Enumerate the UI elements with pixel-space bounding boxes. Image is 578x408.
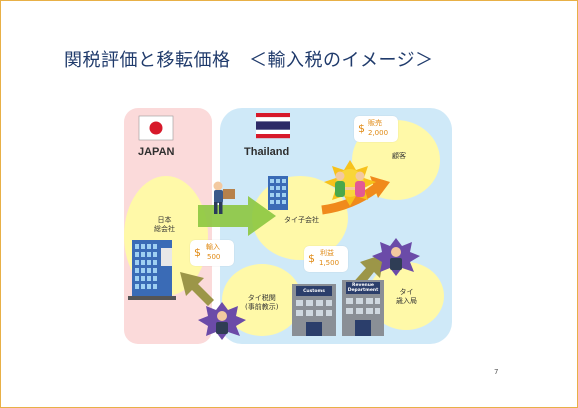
customs-building-icon (292, 284, 336, 336)
japan-label: JAPAN (138, 146, 175, 158)
thailand-label: Thailand (244, 146, 290, 158)
revenue-official-icon (372, 238, 420, 276)
dollar-sign-icon: $ (194, 246, 201, 259)
profit-value: 1,500 (319, 259, 340, 267)
customs-bubble (222, 264, 302, 336)
import-value: 500 (207, 253, 221, 261)
worker-carrying-box-icon (213, 181, 235, 214)
handshake-people-icon (335, 171, 365, 197)
parent-company-building-icon (128, 240, 176, 300)
slide-number: 7 (494, 368, 499, 376)
parent-company-label: 日本 総会社 (154, 216, 175, 233)
customs-official-icon (198, 302, 246, 340)
revenue-department-building-icon (342, 280, 384, 336)
sales-value: 2,000 (368, 129, 389, 137)
revenue-label: タイ 歳入局 (396, 288, 417, 305)
dollar-sign-icon: $ (308, 252, 315, 265)
thailand-flag-icon (256, 113, 290, 139)
customs-label: タイ税関 (事前教示) (245, 294, 279, 311)
subsidiary-building-icon (268, 176, 288, 210)
customer-label: 顧客 (392, 152, 406, 160)
customs-arrow (180, 272, 214, 306)
profit-label: 利益 (320, 249, 334, 257)
customs-sign: Customs (303, 289, 325, 294)
import-label: 輸入 (206, 243, 220, 251)
dollar-sign-icon: $ (358, 122, 365, 135)
import-amount-box: $ 輸入 500 (190, 240, 234, 266)
profit-amount-box: $ 利益 1,500 (304, 246, 348, 272)
revenue-bubble (368, 262, 444, 330)
sales-arrow-head (370, 176, 390, 198)
thai-subsidiary-label: タイ子会社 (284, 216, 319, 224)
sales-amount-box: $ 販売 2,000 (354, 116, 398, 142)
revenue-sign: Revenue Department (347, 283, 379, 293)
page-title: 関税評価と移転価格 ＜輸入税のイメージ＞ (64, 50, 434, 71)
japan-flag-icon (138, 115, 174, 141)
sales-label: 販売 (368, 119, 382, 127)
